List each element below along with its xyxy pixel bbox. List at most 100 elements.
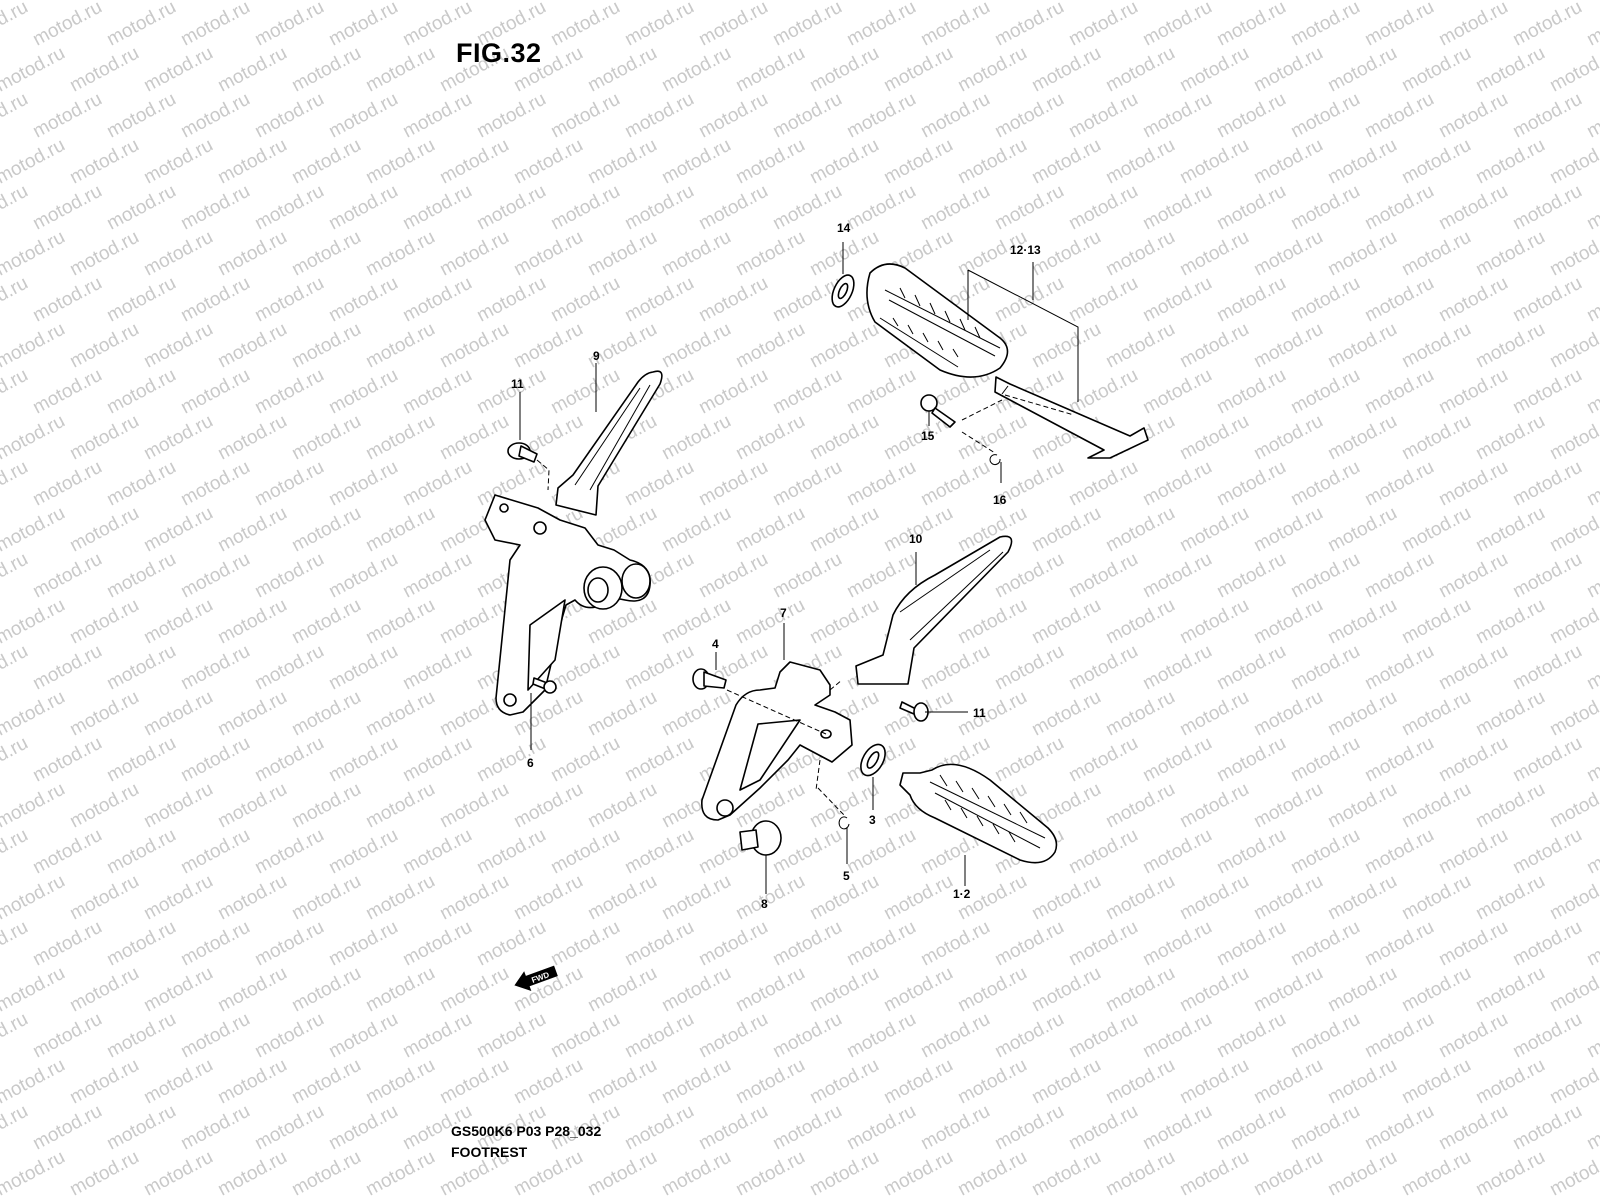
watermark-text: motod.ru <box>1435 917 1511 971</box>
watermark-text: motod.ru <box>806 319 882 373</box>
rear-footrest-bar <box>994 376 1149 459</box>
watermark-text: motod.ru <box>880 43 956 97</box>
watermark-text: motod.ru <box>695 1009 771 1063</box>
watermark-text: motod.ru <box>1472 1055 1548 1109</box>
watermark-text: motod.ru <box>806 135 882 189</box>
watermark-text: motod.ru <box>732 319 808 373</box>
watermark-text: motod.ru <box>843 0 919 50</box>
watermark-text: motod.ru <box>436 963 512 1017</box>
watermark-text: motod.ru <box>991 733 1067 787</box>
watermark-text: motod.ru <box>991 1009 1067 1063</box>
watermark-text: motod.ru <box>103 917 179 971</box>
watermark-text: motod.ru <box>1028 135 1104 189</box>
watermark-text: motod.ru <box>0 595 69 649</box>
watermark-text: motod.ru <box>1583 365 1600 419</box>
watermark-text: motod.ru <box>214 411 290 465</box>
callout-12-13: 12·13 <box>1010 243 1041 257</box>
watermark-text: motod.ru <box>695 365 771 419</box>
watermark-text: motod.ru <box>362 135 438 189</box>
watermark-text: motod.ru <box>1287 365 1363 419</box>
watermark-text: motod.ru <box>436 227 512 281</box>
watermark-text: motod.ru <box>1509 0 1585 50</box>
watermark-text: motod.ru <box>954 963 1030 1017</box>
watermark-text: motod.ru <box>251 733 327 787</box>
watermark-text: motod.ru <box>1509 1009 1585 1063</box>
watermark-text: motod.ru <box>954 595 1030 649</box>
watermark-text: motod.ru <box>991 273 1067 327</box>
watermark-text: motod.ru <box>843 365 919 419</box>
watermark-text: motod.ru <box>140 963 216 1017</box>
watermark-text: motod.ru <box>917 1009 993 1063</box>
watermark-text: motod.ru <box>399 825 475 879</box>
watermark-text: motod.ru <box>66 411 142 465</box>
watermark-text: motod.ru <box>325 1009 401 1063</box>
watermark-text: motod.ru <box>473 365 549 419</box>
watermark-text: motod.ru <box>880 0 956 4</box>
left-bracket-assembly <box>484 370 663 716</box>
watermark-text: motod.ru <box>1583 89 1600 143</box>
watermark-text: motod.ru <box>695 1101 771 1155</box>
watermark-text: motod.ru <box>1213 733 1289 787</box>
watermark-text: motod.ru <box>1435 89 1511 143</box>
watermark-text: motod.ru <box>1361 89 1437 143</box>
watermark-text: motod.ru <box>1065 825 1141 879</box>
watermark-text: motod.ru <box>1361 457 1437 511</box>
watermark-text: motod.ru <box>843 1009 919 1063</box>
watermark-text: motod.ru <box>66 0 142 4</box>
watermark-text: motod.ru <box>584 871 660 925</box>
watermark-text: motod.ru <box>103 457 179 511</box>
watermark-text: motod.ru <box>1250 227 1326 281</box>
watermark-text: motod.ru <box>1139 825 1215 879</box>
watermark-text: motod.ru <box>1028 687 1104 741</box>
watermark-text: motod.ru <box>1583 1009 1600 1063</box>
watermark-text: motod.ru <box>325 1101 401 1155</box>
watermark-text: motod.ru <box>0 733 32 787</box>
watermark-text: motod.ru <box>954 687 1030 741</box>
watermark-text: motod.ru <box>140 779 216 833</box>
watermark-text: motod.ru <box>214 779 290 833</box>
watermark-text: motod.ru <box>140 503 216 557</box>
watermark-text: motod.ru <box>769 0 845 50</box>
watermark-text: motod.ru <box>1435 365 1511 419</box>
heel-guard-9 <box>555 370 663 516</box>
watermark-text: motod.ru <box>214 43 290 97</box>
watermark-text: motod.ru <box>1324 319 1400 373</box>
watermark-text: motod.ru <box>1398 319 1474 373</box>
watermark-text: motod.ru <box>695 917 771 971</box>
watermark-text: motod.ru <box>214 1147 290 1200</box>
watermark-text: motod.ru <box>1176 1055 1252 1109</box>
watermark-text: motod.ru <box>251 181 327 235</box>
watermark-text: motod.ru <box>547 1009 623 1063</box>
watermark-text: motod.ru <box>251 825 327 879</box>
watermark-text: motod.ru <box>1176 227 1252 281</box>
watermark-text: motod.ru <box>1324 963 1400 1017</box>
watermark-text: motod.ru <box>362 319 438 373</box>
watermark-text: motod.ru <box>1546 595 1600 649</box>
watermark-text: motod.ru <box>362 227 438 281</box>
watermark-text: motod.ru <box>0 1147 69 1200</box>
watermark-text: motod.ru <box>658 1055 734 1109</box>
watermark-text: motod.ru <box>325 917 401 971</box>
clip-16 <box>989 454 1001 466</box>
watermark-text: motod.ru <box>510 871 586 925</box>
watermark-text: motod.ru <box>177 1101 253 1155</box>
watermark-text: motod.ru <box>1250 1147 1326 1200</box>
watermark-text: motod.ru <box>1583 0 1600 50</box>
watermark-text: motod.ru <box>991 641 1067 695</box>
watermark-text: motod.ru <box>1028 319 1104 373</box>
watermark-text: motod.ru <box>29 273 105 327</box>
watermark-text: motod.ru <box>66 871 142 925</box>
watermark-text: motod.ru <box>1472 963 1548 1017</box>
watermark-text: motod.ru <box>0 687 69 741</box>
watermark-text: motod.ru <box>0 825 32 879</box>
watermark-text: motod.ru <box>806 503 882 557</box>
watermark-text: motod.ru <box>917 457 993 511</box>
watermark-text: motod.ru <box>769 181 845 235</box>
watermark-text: motod.ru <box>1583 549 1600 603</box>
watermark-text: motod.ru <box>1472 1147 1548 1200</box>
watermark-text: motod.ru <box>177 273 253 327</box>
watermark-text: motod.ru <box>103 181 179 235</box>
watermark-text: motod.ru <box>1139 1009 1215 1063</box>
watermark-text: motod.ru <box>66 687 142 741</box>
